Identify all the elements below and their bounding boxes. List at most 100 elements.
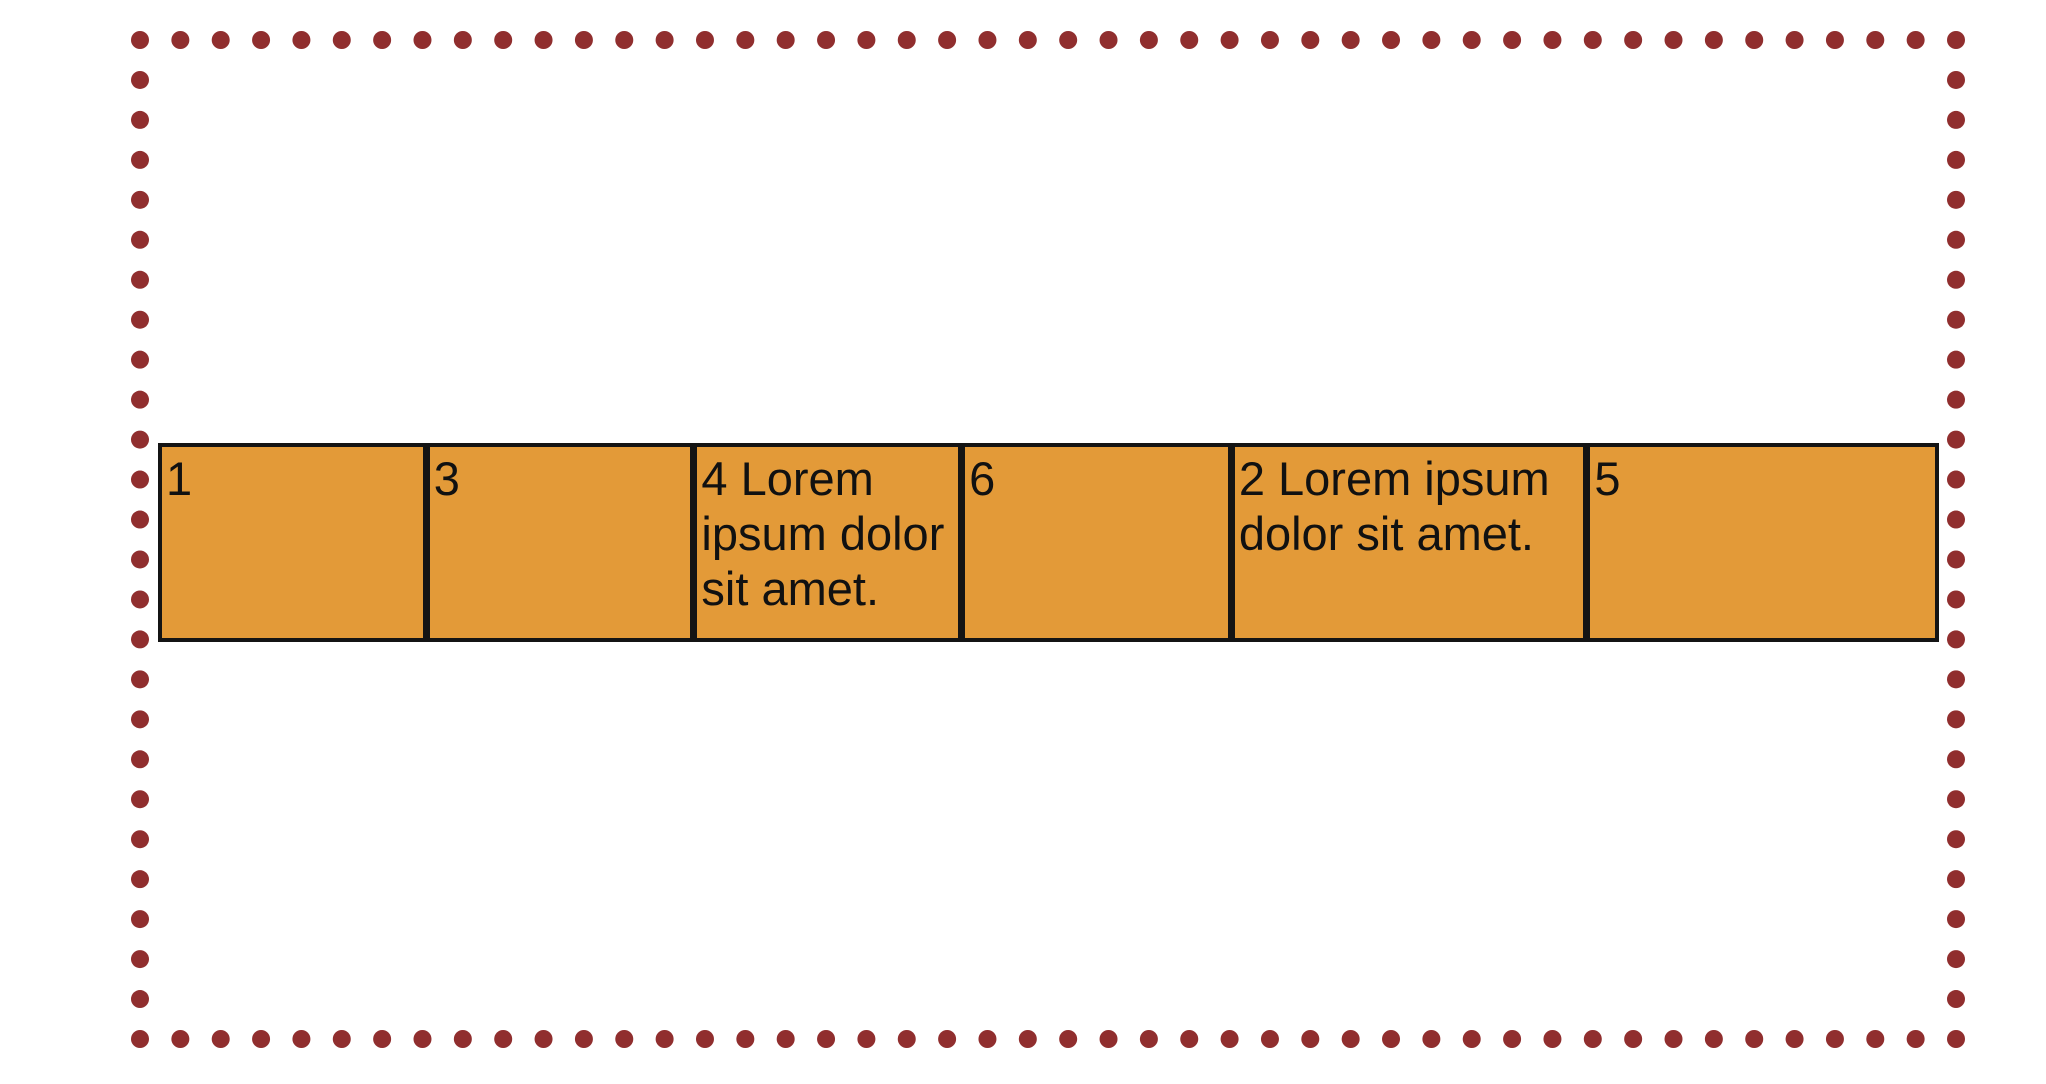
frame-dot <box>131 950 149 969</box>
frame-dot <box>1543 31 1562 49</box>
frame-dot <box>1099 31 1118 49</box>
flex-item-5: 5 <box>1586 443 1940 642</box>
frame-dot <box>131 31 149 49</box>
frame-dot <box>938 31 957 49</box>
frame-dot <box>373 31 392 49</box>
frame-dot <box>736 31 755 49</box>
frame-dot <box>1947 1030 1965 1048</box>
frame-dot <box>131 350 149 369</box>
frame-dot <box>1906 31 1925 49</box>
frame-dot <box>857 31 876 49</box>
frame-dot <box>332 1030 351 1048</box>
frame-dot <box>897 31 916 49</box>
frame-dot <box>131 310 149 329</box>
frame-dot <box>1947 630 1965 649</box>
frame-dot <box>131 470 149 489</box>
frame-dot <box>131 190 149 209</box>
frame-dot <box>1543 1030 1562 1048</box>
frame-dot <box>292 1030 311 1048</box>
frame-dot <box>1947 790 1965 809</box>
frame-dot <box>1583 31 1602 49</box>
frame-dot <box>1704 31 1723 49</box>
frame-dot <box>413 31 432 49</box>
frame-dot <box>171 1030 190 1048</box>
frame-dot <box>695 1030 714 1048</box>
frame-dot <box>1018 1030 1037 1048</box>
frame-dot <box>1947 910 1965 929</box>
frame-dot <box>131 110 149 129</box>
frame-dot <box>1382 1030 1401 1048</box>
frame-dot <box>1947 70 1965 89</box>
frame-dot <box>494 31 513 49</box>
frame-dot <box>211 1030 230 1048</box>
frame-dot <box>655 31 674 49</box>
frame-dot <box>131 550 149 569</box>
frame-dot <box>1947 430 1965 449</box>
frame-dot <box>131 630 149 649</box>
frame-dot <box>252 31 271 49</box>
frame-dot <box>1503 31 1522 49</box>
frame-dot <box>453 1030 472 1048</box>
frame-dot <box>131 270 149 289</box>
frame-dot <box>1583 1030 1602 1048</box>
frame-dot <box>1947 990 1965 1009</box>
frame-dot <box>1947 950 1965 969</box>
frame-dot <box>131 430 149 449</box>
frame-dot <box>1220 31 1239 49</box>
frame-dot <box>1180 31 1199 49</box>
frame-dot <box>1503 1030 1522 1048</box>
frame-dot <box>131 510 149 529</box>
frame-dot <box>1018 31 1037 49</box>
frame-dot <box>1059 1030 1078 1048</box>
frame-dot <box>1624 1030 1643 1048</box>
frame-dot <box>1139 1030 1158 1048</box>
frame-dot <box>131 990 149 1009</box>
frame-dot <box>131 1030 149 1048</box>
frame-dot <box>131 70 149 89</box>
frame-dot <box>534 31 553 49</box>
frame-dot <box>897 1030 916 1048</box>
frame-dot <box>1947 310 1965 329</box>
flex-item-5-label: 5 <box>1594 452 1621 505</box>
frame-dot <box>1180 1030 1199 1048</box>
frame-dot <box>1947 150 1965 169</box>
frame-dot <box>574 1030 593 1048</box>
flex-item-3-label: 3 <box>433 452 460 505</box>
frame-dot <box>131 230 149 249</box>
frame-dot <box>1422 1030 1441 1048</box>
flex-item-1-label: 1 <box>166 452 193 505</box>
frame-dot <box>131 830 149 849</box>
frame-dot <box>978 1030 997 1048</box>
frame-dot <box>131 150 149 169</box>
frame-dot <box>1947 390 1965 409</box>
flex-container: 1 3 4 Lorem ipsum dolor sit amet. 6 2 Lo… <box>158 443 1940 642</box>
frame-dot <box>534 1030 553 1048</box>
frame-dot <box>938 1030 957 1048</box>
frame-dot <box>1866 31 1885 49</box>
frame-dot <box>413 1030 432 1048</box>
frame-dot <box>615 1030 634 1048</box>
frame-dot <box>1947 830 1965 849</box>
flex-item-4-label: 4 Lorem ipsum dolor sit amet. <box>701 452 945 615</box>
frame-dot <box>574 31 593 49</box>
frame-dot <box>1301 31 1320 49</box>
frame-dot <box>978 31 997 49</box>
frame-dot <box>776 1030 795 1048</box>
frame-dot <box>494 1030 513 1048</box>
flex-item-1: 1 <box>158 443 427 642</box>
dotted-container-border <box>131 31 1965 1048</box>
frame-dot <box>857 1030 876 1048</box>
frame-dot <box>1947 750 1965 769</box>
flex-item-6: 6 <box>961 443 1232 642</box>
frame-dot <box>1947 590 1965 609</box>
frame-dot <box>1947 110 1965 129</box>
frame-dot <box>776 31 795 49</box>
frame-dot <box>1341 1030 1360 1048</box>
frame-dot <box>1704 1030 1723 1048</box>
frame-dot <box>1947 31 1965 49</box>
frame-dot <box>292 31 311 49</box>
frame-dot <box>131 390 149 409</box>
frame-dot <box>131 670 149 689</box>
frame-dot <box>211 31 230 49</box>
